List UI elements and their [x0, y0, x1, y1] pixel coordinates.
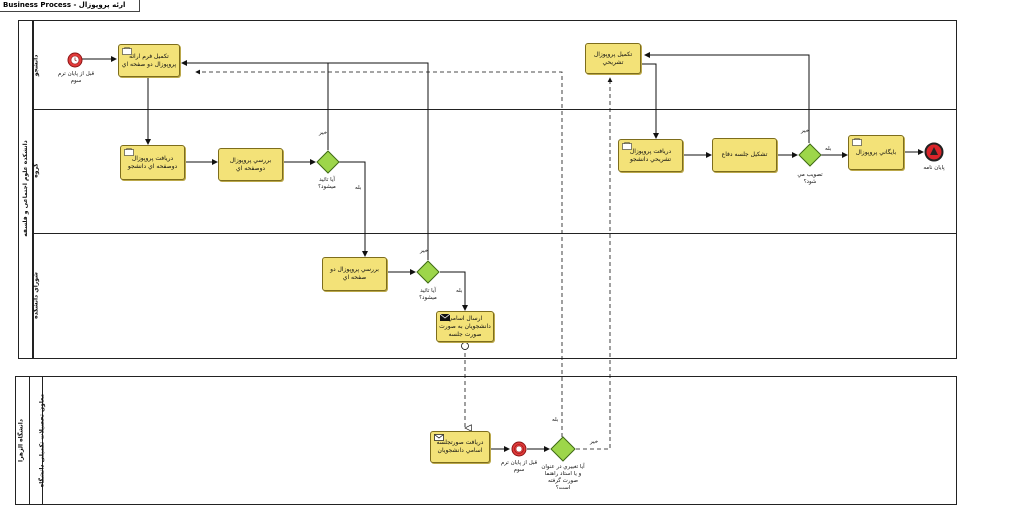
pool-faculty-header: [19, 21, 33, 358]
pool-university-lane-head: [29, 377, 43, 504]
message-origin-circle: [461, 342, 469, 350]
gateway-group-approve-label: آيا تائيد ميشود؟: [318, 177, 336, 190]
lane-divider-1: [33, 109, 956, 110]
start-timer-event[interactable]: [67, 52, 83, 68]
task-hold-defense[interactable]: تشکیل جلسه دفاع: [712, 138, 777, 172]
flow-label-council-yes: بله: [456, 288, 463, 294]
task-review-two-page[interactable]: بررسي پروپوزال دوصفحه اي: [218, 148, 283, 181]
end-event[interactable]: [924, 142, 944, 162]
flow-gw1-yes: [339, 161, 368, 257]
flow-label-vice-yes: بله: [552, 417, 559, 423]
task-complete-form[interactable]: تکمیل فرم ارائه پروپوزال دو صفحه اي: [118, 44, 180, 77]
diagram-title-tab: Business Process - ارئه پروپوزال: [0, 0, 141, 12]
msg-vice-no: [576, 77, 613, 450]
end-event-label: پایان نامه: [923, 165, 945, 171]
intermediate-timer-event[interactable]: [511, 441, 527, 457]
pool-university[interactable]: دانشگاه الزهرا معاون تحصیلات تکمیلی دانش…: [15, 376, 957, 505]
gateway-council-approve[interactable]: [416, 260, 440, 284]
lane-heads: [32, 21, 34, 358]
task-receive-detailed[interactable]: دریافت پروپوزال تشریحي دانشجو: [618, 139, 683, 172]
task-archive[interactable]: بایگاني پروپوزال: [848, 135, 904, 170]
flow-label-defense-no: خير: [801, 128, 810, 134]
gateway-defense-approve-label: تصویب مي شود؟: [797, 172, 823, 185]
diagram-title: ارئه پروپوزال: [78, 1, 126, 9]
task-send-names[interactable]: ارسال اسامي دانشجويان به صورت صورت جلسه: [436, 311, 494, 342]
user-task-icon: [852, 138, 862, 146]
flow-label-group-no: خير: [319, 130, 328, 136]
gateway-group-approve[interactable]: [316, 150, 340, 174]
flow-label-group-yes: بله: [355, 185, 362, 191]
user-task-icon: [622, 142, 632, 150]
start-timer-label: قبل از پایان ترم سوم: [57, 71, 95, 84]
flow-gw1-no: [181, 60, 329, 150]
flow-gw3-no: [644, 52, 810, 143]
gateway-vice-check[interactable]: [550, 436, 576, 462]
flow-label-vice-no: خير: [590, 439, 599, 445]
diagram-type-label: Business Process: [3, 1, 72, 9]
task-review-council[interactable]: بررسي پروپوزال دو صفحه اي: [322, 257, 387, 291]
task-complete-detailed[interactable]: تکمیل پروپوزال تشریحي: [585, 43, 641, 74]
flow-gw2-yes: [440, 271, 468, 311]
gateway-defense-approve[interactable]: [798, 143, 822, 167]
flow-label-defense-yes: بله: [825, 146, 832, 152]
user-task-icon: [124, 148, 134, 156]
flow-gw2-no: [182, 62, 429, 260]
gateway-council-approve-label: آيا تائيد ميشود؟: [419, 288, 437, 301]
flow-detailed-to-receive: [642, 63, 659, 139]
task-receive-minutes[interactable]: دریافت صورتجلسه اسامي دانشجويان: [430, 431, 490, 463]
intermediate-timer-label: قبل از پایان ترم سوم: [500, 460, 538, 473]
msg-vice-yes: [195, 69, 563, 437]
user-task-icon: [122, 47, 132, 55]
send-message-icon: [440, 314, 450, 321]
pool-university-header: [16, 377, 30, 504]
receive-message-icon: [434, 434, 444, 441]
task-receive-two-page[interactable]: دریافت پروپوزال دوصفحه اي دانشجو: [120, 145, 185, 180]
lane-divider-2: [33, 233, 956, 234]
gateway-vice-check-label: آیا تغییري در عنوان و يا استاد راهنما صو…: [541, 464, 585, 491]
flow-label-council-no: خير: [420, 248, 429, 254]
